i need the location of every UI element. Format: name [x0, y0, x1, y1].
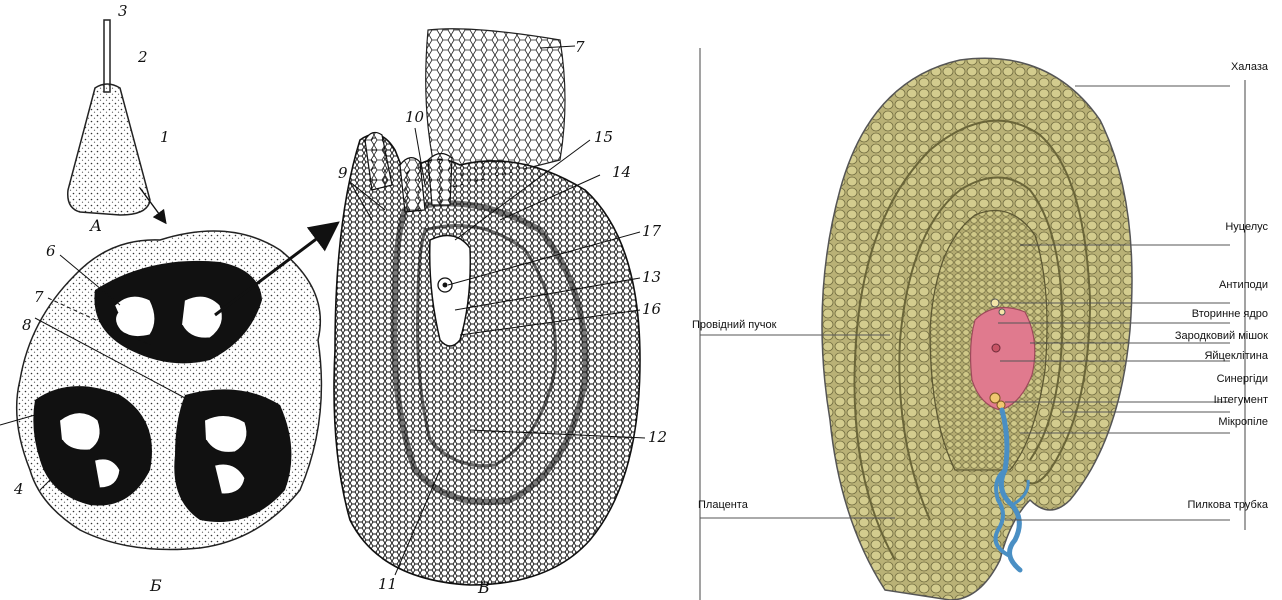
label-14: 14: [612, 165, 631, 180]
label-secondary-nucleus: Вторинне ядро: [1192, 309, 1268, 320]
label-13: 13: [642, 270, 661, 285]
label-17: 17: [642, 224, 661, 239]
panel-letter-v: В: [478, 580, 490, 596]
label-nucellus: Нуцелус: [1225, 222, 1268, 233]
right-ovule-figure: Халаза Нуцелус Антиподи Вторинне ядро За…: [690, 0, 1282, 600]
label-integument: Інтегумент: [1214, 395, 1268, 406]
label-7b: 7: [575, 40, 585, 55]
ovary-cross-section: [0, 225, 335, 550]
left-botany-figure: 3 2 1 6 7 8 4 9 10 7 15 14 17 13 16 12 1…: [0, 0, 690, 600]
label-16: 16: [642, 302, 661, 317]
label-8: 8: [22, 318, 32, 333]
label-12: 12: [648, 430, 667, 445]
panel-letter-a: А: [90, 218, 102, 234]
left-figure-drawing: [0, 0, 690, 600]
label-pollen-tube: Пилкова трубка: [1187, 500, 1268, 511]
label-9: 9: [338, 166, 348, 181]
label-7a: 7: [34, 290, 44, 305]
label-15: 15: [594, 130, 613, 145]
label-embryo-sac: Зародковий мішок: [1175, 331, 1268, 342]
label-synergids: Синергіди: [1217, 374, 1268, 385]
label-micropyle: Мікропіле: [1218, 417, 1268, 428]
label-antipodes: Антиподи: [1219, 280, 1268, 291]
label-6: 6: [46, 244, 56, 259]
label-vascular-bundle: Провідний пучок: [692, 320, 776, 331]
label-3: 3: [118, 4, 128, 19]
label-egg-cell: Яйцеклітина: [1204, 351, 1268, 362]
label-1: 1: [160, 130, 170, 145]
label-10: 10: [405, 110, 424, 125]
ovule-body: [822, 58, 1132, 600]
ovule-longitudinal-section: [334, 29, 645, 585]
pistil-drawing: [68, 20, 165, 222]
label-2: 2: [138, 50, 148, 65]
label-placenta: Плацента: [698, 500, 748, 511]
label-chalaza: Халаза: [1231, 62, 1268, 73]
label-4: 4: [14, 482, 24, 497]
label-11: 11: [378, 577, 397, 592]
panel-letter-b: Б: [150, 578, 162, 594]
